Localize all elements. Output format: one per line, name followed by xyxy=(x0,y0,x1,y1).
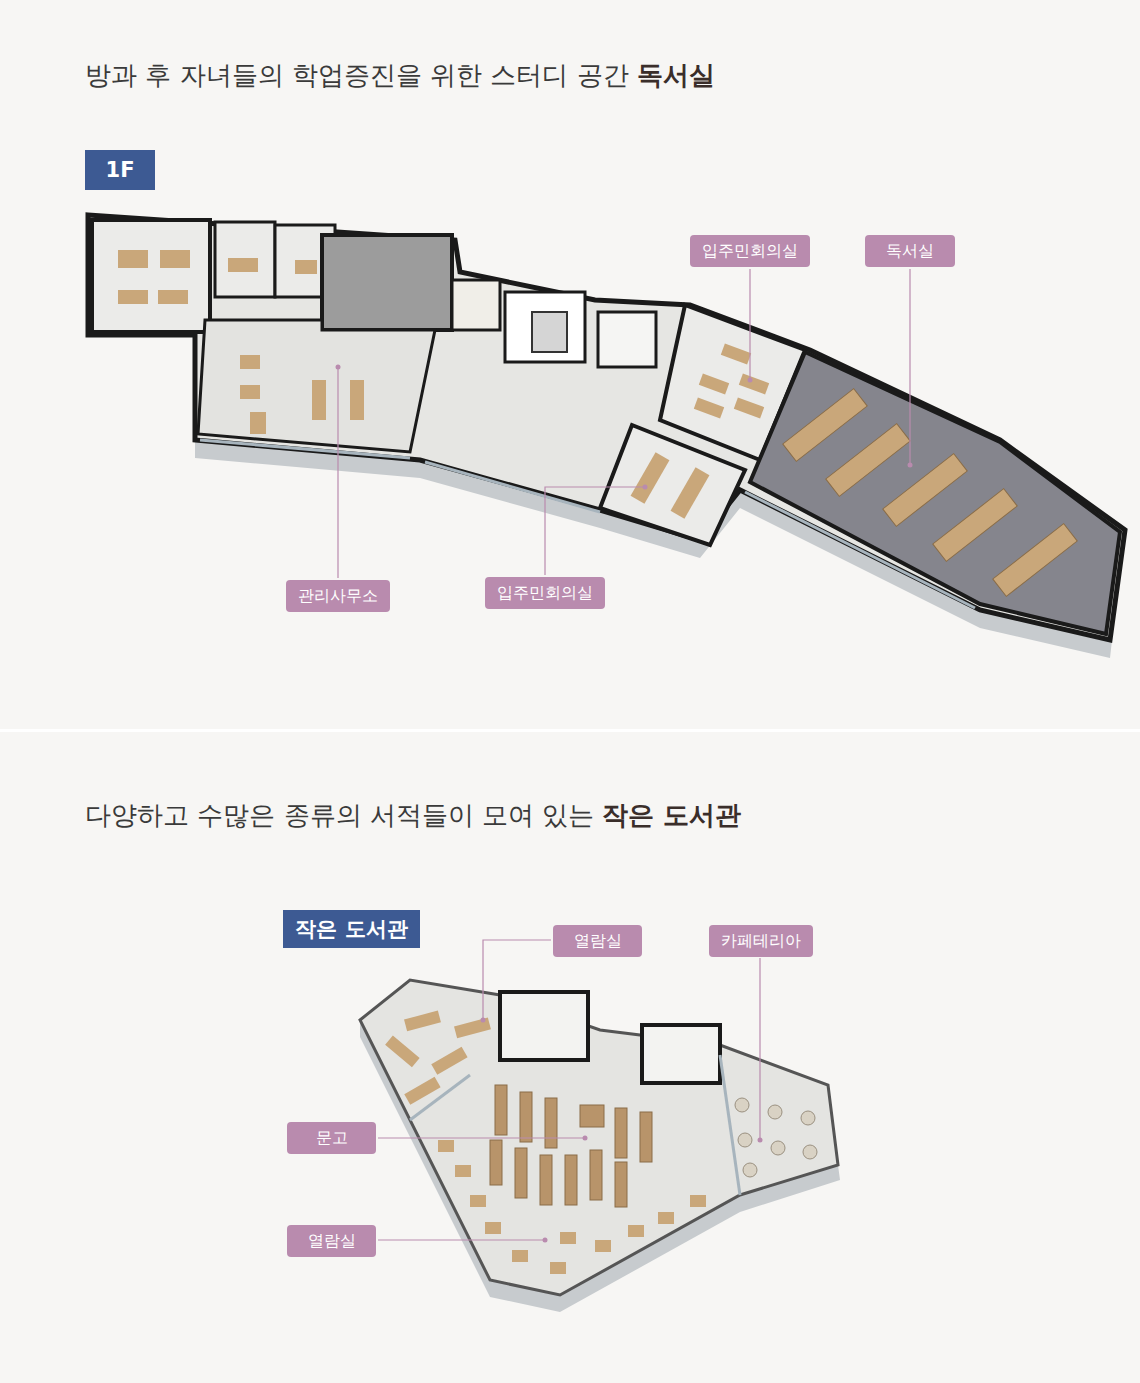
section-badge: 1F xyxy=(85,150,155,190)
tag-text: 카페테리아 xyxy=(721,931,801,952)
room-tag: 문고 xyxy=(287,1122,376,1154)
library-plan xyxy=(360,980,840,1312)
tag-text: 문고 xyxy=(316,1128,348,1149)
tag-text: 열람실 xyxy=(308,1231,356,1252)
heading-text: 다양하고 수많은 종류의 서적들이 모여 있는 xyxy=(85,800,594,830)
tag-text: 입주민회의실 xyxy=(497,583,593,604)
tag-text: 열람실 xyxy=(574,931,622,952)
tag-text: 작은 도서관 xyxy=(295,915,407,943)
room-tag: 관리사무소 xyxy=(286,580,390,612)
section-heading: 방과 후 자녀들의 학업증진을 위한 스터디 공간 독서실 xyxy=(85,58,715,93)
leader-lines xyxy=(338,269,910,1240)
room-tag: 카페테리아 xyxy=(709,925,813,957)
tag-text: 1F xyxy=(106,158,135,182)
room-tag: 열람실 xyxy=(287,1225,376,1257)
tag-text: 관리사무소 xyxy=(298,586,378,607)
room-tag: 독서실 xyxy=(865,235,955,267)
room-tag: 입주민회의실 xyxy=(485,577,605,609)
section-heading: 다양하고 수많은 종류의 서적들이 모여 있는 작은 도서관 xyxy=(85,798,741,833)
first-floor-plan xyxy=(88,215,1125,658)
tag-text: 입주민회의실 xyxy=(702,241,798,262)
tag-text: 독서실 xyxy=(886,241,934,262)
room-tag: 입주민회의실 xyxy=(690,235,810,267)
heading-text: 방과 후 자녀들의 학업증진을 위한 스터디 공간 xyxy=(85,60,629,90)
divider xyxy=(0,729,1140,732)
room-tag: 열람실 xyxy=(553,925,642,957)
heading-emphasis: 작은 도서관 xyxy=(602,800,741,830)
heading-emphasis: 독서실 xyxy=(637,60,715,90)
section-badge: 작은 도서관 xyxy=(283,910,420,948)
